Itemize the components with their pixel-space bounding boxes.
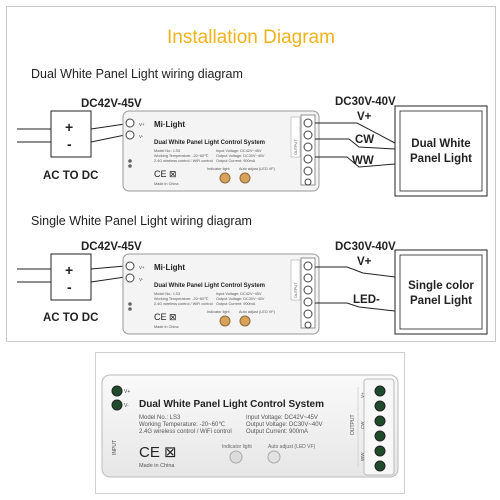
- load-label-line1: Dual White: [411, 138, 470, 150]
- diagram-heading: Dual White Panel Light wiring diagram: [31, 67, 243, 81]
- output-terminal-screw: [374, 400, 386, 412]
- device-model: Model No.: LS3: [154, 149, 180, 153]
- output-terminal-label: V+: [360, 392, 365, 398]
- input-terminal-label: V+: [124, 389, 130, 395]
- indicator-light: [229, 450, 243, 464]
- made-in-label: Made in China: [154, 325, 179, 329]
- device-output-voltage: Output Voltage: DC30V~40V: [216, 154, 265, 158]
- made-in-label: Made in China: [154, 182, 179, 186]
- load-panel-light: Dual White Panel Light: [394, 105, 488, 197]
- auto-adjust-label: Auto adjust (LED VF): [239, 167, 276, 171]
- diagram-heading: Single White Panel Light wiring diagram: [31, 214, 252, 228]
- output-label-vplus: V+: [357, 256, 372, 268]
- device-name: Dual White Panel Light Control System: [154, 140, 265, 146]
- dual-white-wiring-diagram: Dual White Panel Light wiring diagram DC…: [17, 67, 488, 197]
- indicator-label: Indicator light: [222, 444, 252, 450]
- load-panel-light: Single color Panel Light: [394, 249, 488, 335]
- output-label-cw: CW: [355, 134, 374, 146]
- output-terminal-label: CW: [360, 421, 365, 429]
- device-housing: [101, 374, 399, 478]
- device-temp: Working Temperature: -20~60℃: [154, 297, 208, 301]
- device-input-voltage: Input Voltage: DC42V~45V: [216, 292, 262, 296]
- ce-mark: CE ⊠: [154, 312, 177, 322]
- output-tag: OUTPUT: [294, 282, 298, 298]
- output-terminal-screw: [374, 460, 386, 472]
- controller-device: V+ V- Mi·Light Dual White Panel Light Co…: [122, 253, 320, 335]
- output-label-ww: WW: [352, 155, 374, 167]
- input-tag: INPUT: [112, 440, 118, 455]
- input-terminal-screw: [111, 385, 123, 397]
- supply-minus: -: [67, 279, 72, 295]
- ce-mark: CE ⊠: [154, 169, 177, 179]
- device-output-current: Output Current: 900mA: [216, 302, 256, 306]
- installation-diagram-panel: Installation Diagram Dual White Panel Li…: [6, 6, 496, 342]
- load-label-line2: Panel Light: [410, 295, 472, 307]
- indicator-label: Indicator light: [207, 167, 231, 171]
- output-terminal-label: WW: [360, 452, 365, 461]
- load-label-line1: Single color: [408, 280, 474, 292]
- diagram-title: Installation Diagram: [167, 27, 335, 48]
- input-terminal-label: V+: [139, 265, 145, 270]
- ac-to-dc-supply: + - AC TO DC: [17, 253, 98, 324]
- auto-adjust-button: [239, 172, 251, 184]
- output-label-vplus: V+: [357, 111, 372, 123]
- product-photo: V+ V- INPUT Dual White Panel Light Contr…: [95, 352, 405, 494]
- output-terminal-screw: [374, 430, 386, 442]
- installation-diagram: Installation Diagram Dual White Panel Li…: [17, 27, 488, 335]
- auto-adjust-button: [239, 315, 251, 327]
- device-temp: Working Temperature: -20~60℃: [154, 154, 208, 158]
- product-temp: Working Temperature: -20~60℃: [139, 421, 225, 428]
- auto-adjust-label: Auto adjust (LED VF): [268, 444, 316, 450]
- supply-plus: +: [65, 119, 73, 135]
- device-name: Dual White Panel Light Control System: [154, 283, 265, 289]
- product-photo-svg: V+ V- INPUT Dual White Panel Light Contr…: [96, 353, 404, 493]
- output-tag: OUTPUT: [294, 139, 298, 155]
- product-name: Dual White Panel Light Control System: [139, 399, 324, 410]
- auto-adjust-label: Auto adjust (LED VF): [239, 310, 276, 314]
- input-terminal-label: V-: [124, 403, 129, 409]
- input-terminal-label: V-: [139, 277, 144, 282]
- product-model: Model No.: LS3: [139, 415, 181, 421]
- input-voltage-label: DC42V-45V: [81, 98, 142, 110]
- device-output-current: Output Current: 900mA: [216, 159, 256, 163]
- supply-plus: +: [65, 262, 73, 278]
- product-input-voltage: Input Voltage: DC42V~45V: [246, 415, 318, 421]
- output-terminal-screw: [374, 445, 386, 457]
- indicator-light: [219, 315, 231, 327]
- ce-mark: CE ⊠: [139, 444, 177, 461]
- brand-logo: Mi·Light: [154, 263, 185, 272]
- product-output-current: Output Current: 900mA: [246, 429, 308, 435]
- controller-device: V+ V- Mi·Light Dual White Panel Light Co…: [122, 110, 320, 192]
- device-wireless: 2.4G wireless control / WiFi control: [154, 159, 213, 163]
- supply-label: AC TO DC: [43, 170, 98, 182]
- auto-adjust-button[interactable]: [267, 450, 281, 464]
- device-output-voltage: Output Voltage: DC30V~40V: [216, 297, 265, 301]
- brand-logo: Mi·Light: [154, 120, 185, 129]
- input-voltage-label: DC42V-45V: [81, 241, 142, 253]
- input-terminal-label: V-: [139, 134, 144, 139]
- device-model: Model No.: LS3: [154, 292, 180, 296]
- ac-to-dc-supply: + - AC TO DC: [17, 110, 98, 182]
- supply-minus: -: [67, 136, 72, 152]
- input-terminal-screw: [111, 399, 123, 411]
- output-terminal-screw: [374, 415, 386, 427]
- made-in-label: Made in China: [139, 463, 175, 469]
- indicator-light: [219, 172, 231, 184]
- output-terminal-block: [363, 378, 395, 476]
- single-white-wiring-diagram: Single White Panel Light wiring diagram …: [17, 214, 488, 335]
- output-voltage-label: DC30V-40V: [335, 241, 396, 253]
- device-input-voltage: Input Voltage: DC42V~45V: [216, 149, 262, 153]
- indicator-label: Indicator light: [207, 310, 231, 314]
- input-terminal-label: V+: [139, 122, 145, 127]
- load-label-line2: Panel Light: [410, 153, 472, 165]
- output-voltage-label: DC30V-40V: [335, 96, 396, 108]
- device-wireless: 2.4G wireless control / WiFi control: [154, 302, 213, 306]
- product-wireless: 2.4G wireless control / WiFi control: [139, 429, 232, 435]
- output-label-led-minus: LED-: [353, 294, 380, 306]
- output-tag: OUTPUT: [350, 414, 356, 435]
- output-terminal-screw: [374, 385, 386, 397]
- supply-label: AC TO DC: [43, 312, 98, 324]
- product-output-voltage: Output Voltage: DC30V~40V: [246, 422, 323, 428]
